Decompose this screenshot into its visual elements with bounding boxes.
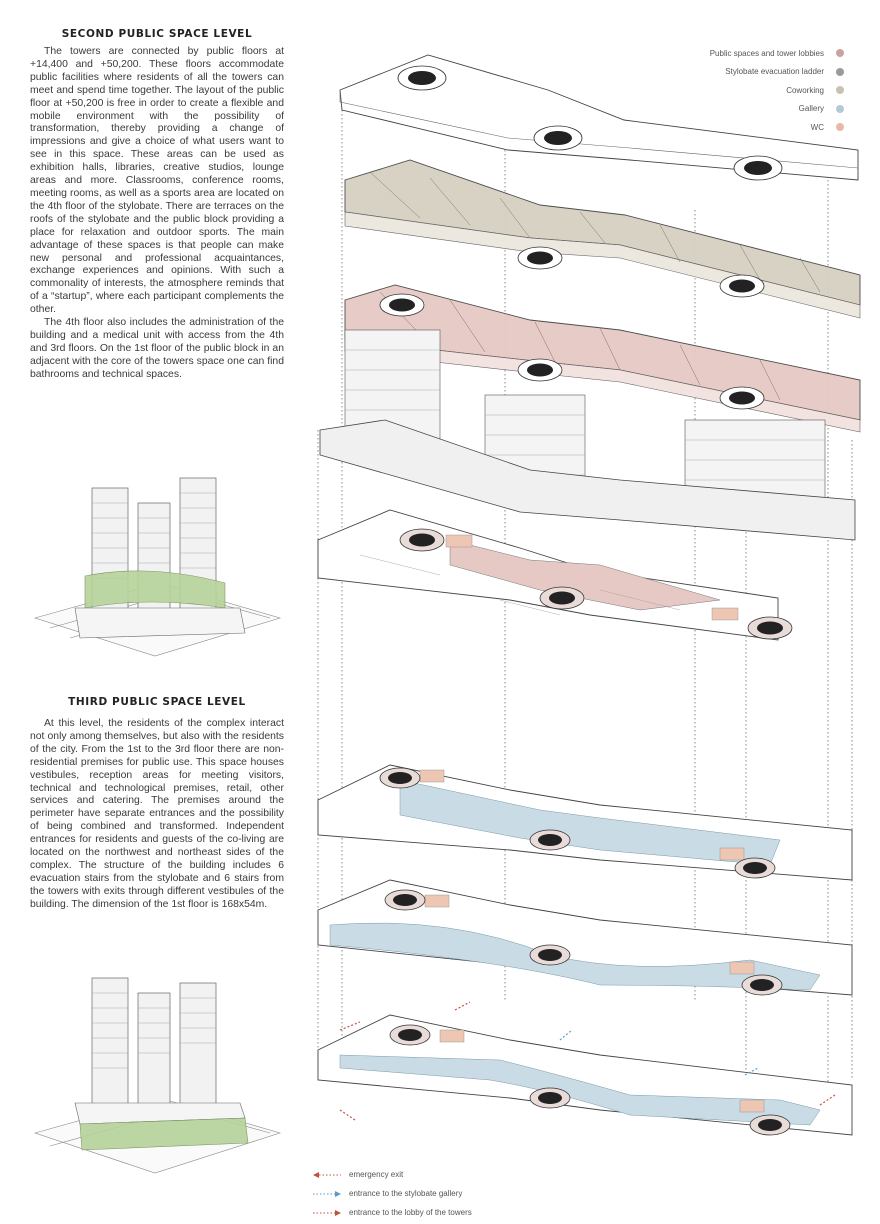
exploded-axonometric-diagram <box>317 54 861 1136</box>
color-legend: Public spaces and tower lobbies Stylobat… <box>584 44 844 137</box>
roof-level <box>339 54 859 181</box>
section-second-text: The towers are connected by public floor… <box>30 46 284 382</box>
section-title-second-level: SECOND PUBLIC SPACE LEVEL <box>61 28 253 40</box>
arrow-legend-gallery-entrance: entrance to the stylobate gallery <box>313 1184 613 1203</box>
tower-thumbnail-second-level <box>33 477 282 657</box>
paragraph: At this level, the residents of the comp… <box>30 718 284 910</box>
dotted-arrow-icon <box>313 1171 341 1178</box>
legend-item-wc: WC <box>584 118 844 137</box>
left-text-column: SECOND PUBLIC SPACE LEVEL The towers are… <box>30 0 284 1224</box>
legend-dot <box>836 67 844 76</box>
public-level-plus-50200 <box>344 284 861 433</box>
legend-dot <box>836 104 844 113</box>
second-floor-plan <box>317 879 853 996</box>
arrow-legend-emergency: emergency exit <box>313 1165 613 1184</box>
section-third-text: At this level, the residents of the comp… <box>30 718 284 912</box>
dotted-arrow-icon <box>313 1190 341 1197</box>
dotted-arrow-icon <box>313 1209 341 1216</box>
paragraph: The 4th floor also includes the administ… <box>30 317 284 380</box>
legend-item-gallery: Gallery <box>584 100 844 119</box>
legend-item-public: Public spaces and tower lobbies <box>584 44 844 63</box>
legend-dot <box>836 49 844 58</box>
first-floor-plan <box>317 1001 853 1136</box>
legend-dot <box>836 86 844 95</box>
third-floor-plan <box>317 764 853 881</box>
section-title-third-level: THIRD PUBLIC SPACE LEVEL <box>68 696 246 708</box>
legend-dot <box>836 123 844 132</box>
legend-item-evacuation: Stylobate evacuation ladder <box>584 63 844 82</box>
arrow-legend: emergency exit entrance to the stylobate… <box>313 1165 613 1222</box>
legend-item-coworking: Coworking <box>584 81 844 100</box>
tower-thumbnail-third-level <box>33 977 282 1174</box>
paragraph: The towers are connected by public floor… <box>30 46 284 316</box>
coworking-level <box>344 159 861 319</box>
arrow-legend-lobby-entrance: entrance to the lobby of the towers <box>313 1203 613 1222</box>
fourth-floor-plan <box>317 509 793 641</box>
tower-stacks <box>319 329 856 541</box>
